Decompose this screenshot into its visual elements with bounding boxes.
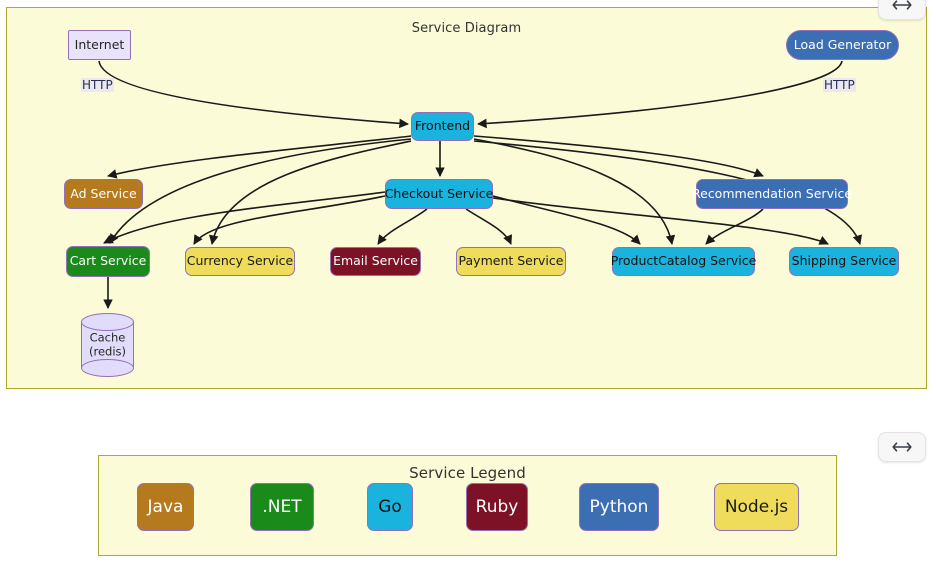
node-email-service-label: Email Service	[333, 253, 418, 269]
node-internet[interactable]: Internet	[68, 30, 131, 60]
horizontal-resize-icon	[892, 440, 912, 454]
cylinder-top-ellipse	[81, 313, 134, 331]
legend-resize-handle-button[interactable]	[878, 432, 926, 462]
legend-chip-java-label: Java	[147, 497, 184, 517]
node-cart-service[interactable]: Cart Service	[66, 246, 150, 277]
node-recommendation-service[interactable]: Recommendation Service	[692, 179, 852, 209]
legend-chip-dotnet-label: .NET	[262, 497, 302, 517]
node-internet-label: Internet	[74, 36, 125, 52]
node-currency-service[interactable]: Currency Service	[185, 247, 295, 276]
legend-chip-go-label: Go	[378, 497, 402, 517]
node-frontend-label: Frontend	[414, 118, 471, 134]
node-cache-redis-database[interactable]: Cache (redis)	[81, 313, 134, 377]
node-shipping-service[interactable]: Shipping Service	[789, 247, 899, 276]
diagram-resize-handle-button[interactable]	[878, 0, 926, 20]
node-frontend[interactable]: Frontend	[411, 112, 474, 141]
node-payment-service-label: Payment Service	[458, 253, 564, 269]
legend-chip-java[interactable]: Java	[137, 483, 194, 531]
node-checkout-service[interactable]: Checkout Service	[385, 179, 493, 209]
cache-label-line1: Cache	[89, 330, 126, 345]
node-ad-service[interactable]: Ad Service	[64, 179, 143, 209]
node-productcatalog-service-label: ProductCatalog Service	[610, 253, 757, 269]
node-checkout-service-label: Checkout Service	[384, 185, 494, 201]
legend-chip-go[interactable]: Go	[367, 483, 413, 531]
legend-chip-ruby-label: Ruby	[475, 497, 519, 517]
legend-chip-dotnet[interactable]: .NET	[250, 483, 314, 531]
cylinder-bottom-ellipse	[81, 359, 134, 377]
node-ad-service-label: Ad Service	[70, 185, 137, 201]
legend-title: Service Legend	[409, 464, 526, 482]
legend-chip-ruby[interactable]: Ruby	[466, 483, 528, 531]
horizontal-resize-icon	[892, 0, 912, 12]
node-cart-service-label: Cart Service	[69, 253, 147, 269]
edge-label-http-loadgen: HTTP	[823, 78, 856, 92]
legend-chip-nodejs[interactable]: Node.js	[714, 483, 799, 531]
edge-label-http-internet: HTTP	[81, 78, 114, 92]
node-load-generator[interactable]: Load Generator	[786, 30, 899, 60]
node-email-service[interactable]: Email Service	[330, 247, 421, 276]
legend-chip-python[interactable]: Python	[579, 483, 659, 531]
node-cache-redis-label: Cache (redis)	[81, 331, 134, 360]
diagram-title: Service Diagram	[411, 21, 522, 36]
legend-chip-python-label: Python	[589, 497, 649, 517]
node-shipping-service-label: Shipping Service	[791, 253, 897, 269]
service-legend-panel: Service Legend Java .NET Go Ruby Python …	[98, 455, 837, 556]
cache-label-line2: (redis)	[88, 345, 126, 359]
node-payment-service[interactable]: Payment Service	[456, 247, 566, 276]
node-productcatalog-service[interactable]: ProductCatalog Service	[610, 247, 757, 276]
node-load-generator-label: Load Generator	[793, 36, 892, 52]
node-currency-service-label: Currency Service	[186, 253, 294, 269]
node-recommendation-service-label: Recommendation Service	[692, 185, 853, 201]
legend-chip-nodejs-label: Node.js	[724, 497, 789, 517]
